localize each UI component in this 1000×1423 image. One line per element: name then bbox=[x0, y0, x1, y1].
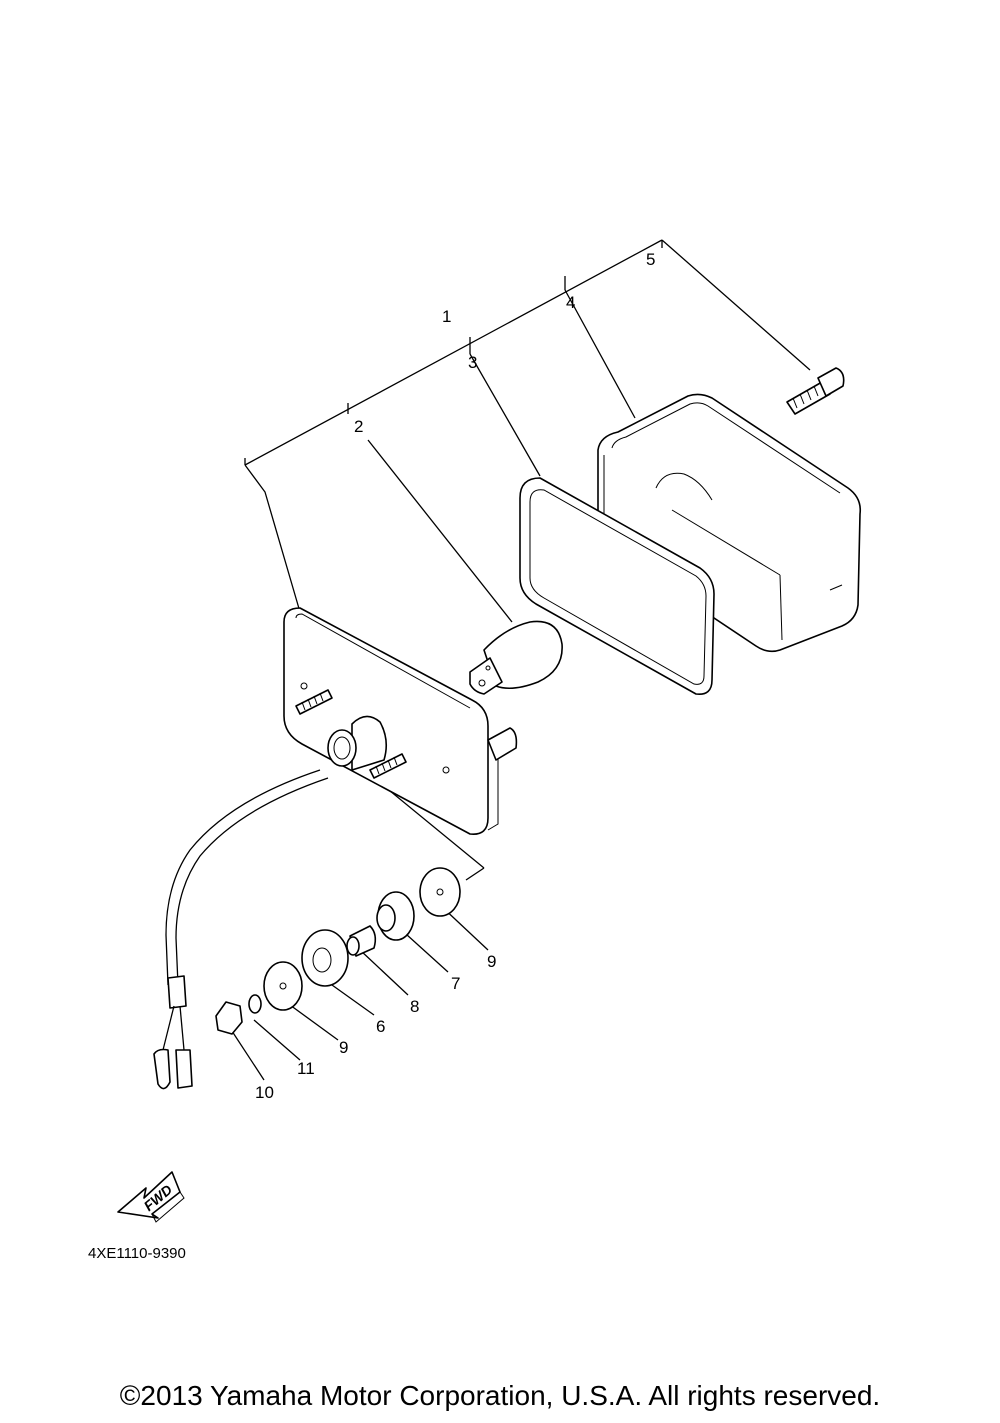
callouts: 1 2 3 4 5 6 7 8 9 9 10 11 bbox=[255, 250, 655, 1102]
callout-2: 2 bbox=[354, 417, 363, 436]
callout-6: 6 bbox=[376, 1017, 385, 1036]
lock-washer bbox=[248, 994, 262, 1014]
callout-8: 8 bbox=[410, 997, 419, 1016]
diagram-code: 4XE1110-9390 bbox=[88, 1245, 186, 1262]
washer-upper bbox=[419, 867, 461, 917]
callout-4: 4 bbox=[566, 293, 575, 312]
fwd-arrow-icon: FWD bbox=[117, 1171, 185, 1223]
callout-1: 1 bbox=[442, 307, 451, 326]
callout-3: 3 bbox=[468, 353, 477, 372]
screw bbox=[786, 367, 845, 415]
callout-9-lower: 9 bbox=[339, 1038, 348, 1057]
callout-9-upper: 9 bbox=[487, 952, 496, 971]
washer-lower bbox=[263, 961, 303, 1011]
spacer bbox=[301, 929, 349, 987]
callout-5: 5 bbox=[646, 250, 655, 269]
copyright-notice: ©2013 Yamaha Motor Corporation, U.S.A. A… bbox=[119, 1380, 881, 1411]
bulb bbox=[469, 620, 563, 695]
callout-11: 11 bbox=[297, 1059, 315, 1078]
nut bbox=[215, 1001, 243, 1035]
gasket bbox=[519, 477, 715, 696]
base-plate bbox=[153, 607, 518, 1090]
callout-10: 10 bbox=[255, 1083, 274, 1102]
callout-7: 7 bbox=[451, 974, 460, 993]
hardware-parts bbox=[215, 867, 461, 1035]
